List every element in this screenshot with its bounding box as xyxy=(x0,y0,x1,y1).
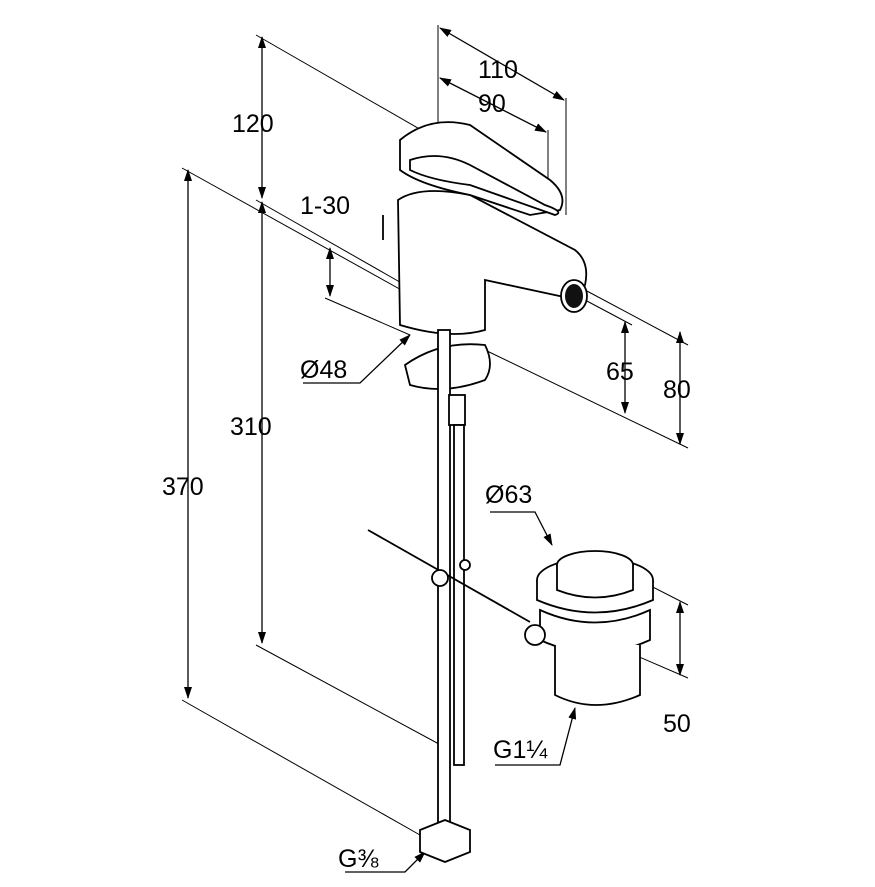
dim-120: 120 xyxy=(232,110,274,138)
dim-g3-8: G⅜ xyxy=(338,845,378,873)
dimension-lines xyxy=(184,27,684,873)
dim-d63: Ø63 xyxy=(485,481,532,509)
dim-g1-1-4: G1¼ xyxy=(493,736,548,764)
dim-1-30: 1-30 xyxy=(300,192,350,220)
dim-80: 80 xyxy=(663,376,691,404)
dim-90: 90 xyxy=(478,90,506,118)
dim-65: 65 xyxy=(606,358,634,386)
dim-50: 50 xyxy=(663,710,691,738)
dim-310: 310 xyxy=(230,413,272,441)
faucet-body xyxy=(382,121,588,390)
supply-hose xyxy=(367,329,531,863)
dim-d48: Ø48 xyxy=(300,356,347,384)
dim-110: 110 xyxy=(478,56,518,84)
dim-370: 370 xyxy=(162,473,204,501)
pop-up-waste xyxy=(524,550,654,706)
